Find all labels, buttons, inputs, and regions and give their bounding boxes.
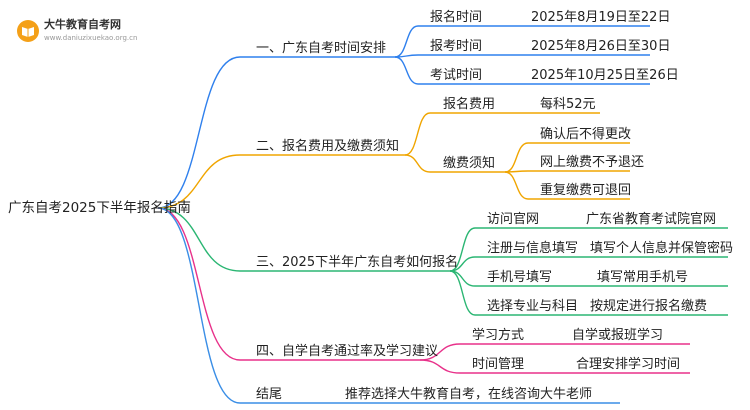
node-value: 2025年8月19日至22日	[531, 10, 671, 25]
node-label: 报考时间	[430, 39, 483, 54]
connector-child	[419, 359, 461, 374]
connector-child	[404, 154, 431, 173]
connector-root-branch	[157, 207, 241, 272]
node-value: 自学或报班学习	[572, 328, 664, 343]
connector-root-branch	[157, 154, 241, 209]
root-topic: 广东自考2025下半年报名指南	[8, 200, 191, 216]
site-logo: 大牛教育自考网 www.daniuzixuekao.org.cn	[17, 16, 137, 50]
node-value: 合理安排学习时间	[576, 357, 681, 372]
node-label: 报名费用	[443, 97, 496, 112]
connector-subchild	[504, 171, 529, 200]
node-value: 重复缴费可退回	[540, 183, 632, 198]
branch-fees: 二、报名费用及缴费须知	[256, 139, 400, 154]
branch-study-advice: 四、自学自考通过率及学习建议	[256, 344, 439, 359]
connector-child	[394, 56, 419, 85]
node-label: 考试时间	[430, 68, 483, 83]
node-label: 手机号填写	[487, 270, 553, 285]
connector-child	[449, 270, 476, 287]
node-value: 广东省教育考试院官网	[586, 212, 717, 227]
node-value: 按规定进行报名缴费	[590, 299, 708, 314]
node-value: 确认后不得更改	[540, 127, 632, 142]
branch-how-to-register: 三、2025下半年广东自考如何报名	[256, 255, 459, 270]
connector-child	[449, 227, 476, 272]
connector-child	[404, 112, 431, 156]
node-label: 选择专业与科目	[487, 299, 579, 314]
branch-time-schedule: 一、广东自考时间安排	[256, 41, 387, 56]
book-icon	[17, 20, 39, 42]
node-value: 网上缴费不予退还	[540, 155, 645, 170]
node-label: 注册与信息填写	[487, 241, 579, 256]
branch-ending: 结尾	[256, 387, 283, 402]
connector-root-branch	[157, 207, 241, 361]
node-label: 访问官网	[487, 212, 540, 227]
node-value: 填写个人信息并保管密码	[590, 241, 734, 256]
node-label: 报名时间	[430, 10, 483, 25]
logo-url: www.daniuzixuekao.org.cn	[44, 34, 138, 42]
node-value: 2025年10月25日至26日	[531, 68, 679, 83]
connector-child	[449, 270, 476, 316]
node-value: 推荐选择大牛教育自考，在线咨询大牛老师	[345, 387, 593, 402]
node-label: 学习方式	[472, 328, 525, 343]
connector-root-branch	[157, 207, 241, 404]
node-value: 填写常用手机号	[597, 270, 689, 285]
node-value: 2025年8月26日至30日	[531, 39, 671, 54]
connector-child	[394, 25, 419, 58]
connector-root-branch	[157, 56, 241, 209]
node-label: 缴费须知	[443, 156, 496, 171]
connector-subchild	[504, 142, 529, 173]
logo-name: 大牛教育自考网	[44, 18, 121, 31]
node-value: 每科52元	[540, 97, 596, 112]
node-label: 时间管理	[472, 357, 525, 372]
